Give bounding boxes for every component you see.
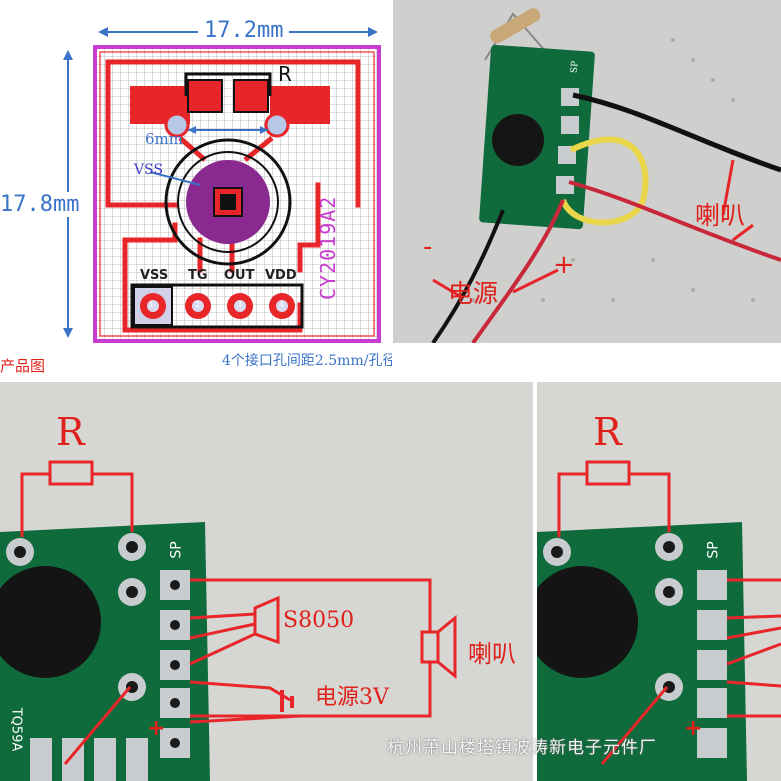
vss-label: VSS: [134, 162, 164, 178]
pin-pads: [140, 293, 295, 319]
board-outline: [93, 45, 381, 343]
wiring-lines: [20, 460, 432, 765]
pin-number-1: 1: [149, 300, 155, 309]
cropped-resistor-label: R: [593, 410, 622, 454]
wired-module-photo: - + 电源 喇叭 SP: [393, 0, 781, 343]
power-label: 电源: [448, 279, 499, 308]
resistor-body: [490, 8, 541, 44]
wiring-side-label: TQ59A: [8, 707, 24, 752]
board-inner-outline: [99, 51, 375, 337]
cropped-plus-label: +: [684, 716, 703, 741]
resistor-label: R: [278, 62, 292, 86]
pin-number-2: 2: [195, 300, 201, 309]
chip-model-label: CY2019A2: [316, 195, 340, 300]
wiring-power-label: 电源3V: [315, 685, 389, 710]
resistor-silkscreen: [184, 72, 272, 96]
resistor-pad-right: [233, 79, 269, 113]
pin-label-tg: TG: [188, 268, 208, 283]
speaker-label: 喇叭: [695, 201, 746, 230]
power-wire-red: [471, 199, 565, 343]
chip-core: [220, 194, 236, 210]
wiring-diagram-panel: R S8050 喇叭 电源3V + SP TQ59A: [0, 382, 533, 781]
wiring-drawing-cropped: [537, 382, 781, 781]
vss-pointer: [149, 171, 201, 186]
pin-header-outline: [130, 283, 304, 329]
pin-number-3: 3: [237, 300, 243, 309]
module-pads: [30, 570, 190, 781]
chip-outline-outer: [164, 138, 292, 266]
wiring-sp-label: SP: [168, 541, 185, 559]
wiring-plus-label: +: [147, 716, 166, 741]
chip-outline-inner: [177, 151, 279, 253]
speaker-wire-black: [572, 92, 781, 173]
resistor-pad-left: [187, 79, 223, 113]
pcb-drawing: [63, 27, 381, 343]
power-wire-black: [431, 209, 505, 343]
cropped-sp-label: SP: [705, 541, 722, 559]
watermark: 杭州萧山楼塔镇波涛新电子元件厂: [387, 738, 657, 758]
speaker-wire-red: [568, 180, 781, 262]
pcb-diagram-panel: 17.2mm 17.8mm R 6mm VSS CY2019A2 VSS TG …: [0, 0, 392, 378]
minus-label: -: [423, 232, 433, 262]
wiring-drawing: [0, 382, 533, 781]
wiring-resistor-label: R: [56, 410, 85, 454]
speaker-symbol: [420, 630, 440, 664]
transistor-label: S8050: [283, 608, 355, 633]
board-sp-label: SP: [569, 60, 581, 74]
transistor-body: [0, 566, 101, 678]
pin-number-4: 4: [279, 300, 285, 309]
wiring-speaker-label: 喇叭: [468, 640, 516, 668]
mount-hole-right: [264, 112, 290, 138]
mount-hole-left: [164, 112, 190, 138]
height-label: 17.8mm: [0, 192, 80, 217]
transistor-body: [492, 114, 544, 166]
width-label: 17.2mm: [198, 18, 290, 43]
pin-label-vss: VSS: [140, 268, 169, 283]
wiring-diagram-panel-cropped: R + SP: [537, 382, 781, 781]
spacing-label: 6mm: [145, 130, 183, 148]
product-label: 产品图: [0, 357, 46, 375]
photo-drawing: [393, 0, 781, 343]
pin-label-out: OUT: [224, 268, 255, 283]
hole-note: 4个接口孔间距2.5mm/孔径1.8mm: [222, 353, 392, 369]
plus-label: +: [553, 250, 575, 280]
pin-label-vdd: VDD: [265, 268, 297, 283]
yellow-wire: [560, 136, 649, 226]
